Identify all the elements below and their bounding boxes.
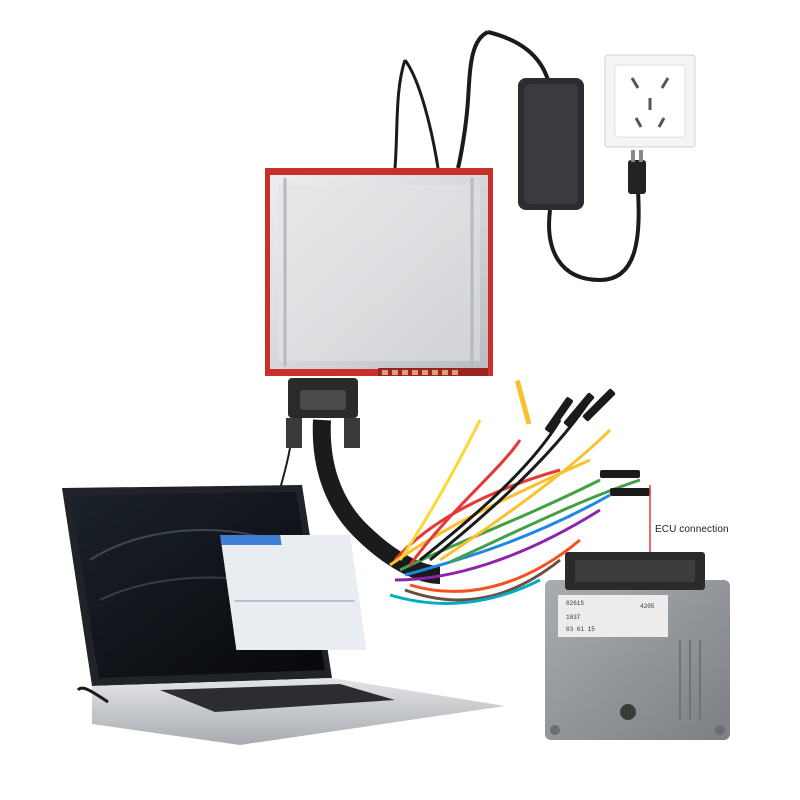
ecu-unit — [545, 552, 730, 740]
power-outlet-icon — [604, 54, 696, 148]
programmer-device — [265, 168, 493, 376]
ecu-sticker-line2: 1037 — [566, 614, 581, 621]
obd-connector-icon — [279, 378, 441, 584]
alligator-clips — [514, 379, 650, 496]
power-adapter-icon — [393, 30, 646, 283]
laptop — [62, 485, 505, 745]
ecu-connection-label: ECU connection — [655, 524, 729, 535]
ecu-sticker-line3: 03 61 15 — [566, 626, 595, 633]
ecu-sticker-line1: 0261S — [566, 600, 585, 607]
ecu-sticker-part: 4205 — [640, 603, 655, 610]
